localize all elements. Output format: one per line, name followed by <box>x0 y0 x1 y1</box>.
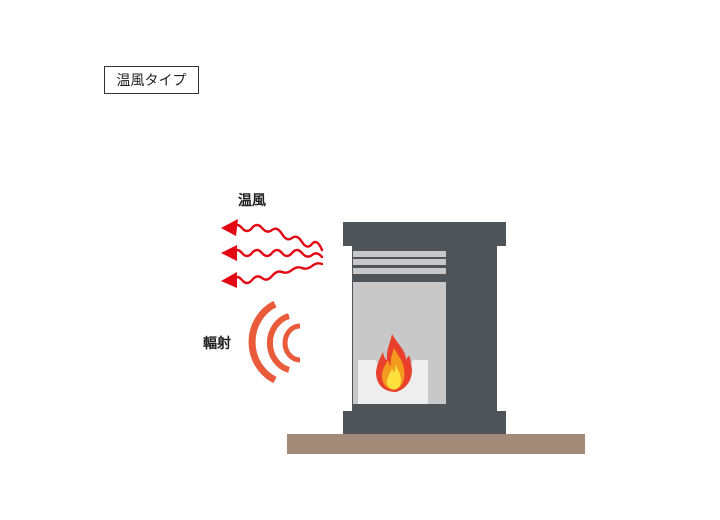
warm-air-arrows <box>230 223 324 285</box>
vent-slot <box>353 268 446 274</box>
arrow-head-icon <box>221 219 238 288</box>
fire-icon <box>376 334 412 392</box>
floor <box>287 434 585 454</box>
warm-air-label: 温風 <box>238 193 266 209</box>
stove-illustration <box>343 222 506 434</box>
radiation-label: 輻射 <box>203 336 231 352</box>
vent-slot <box>353 251 446 257</box>
diagram-title: 温風タイプ <box>104 66 199 94</box>
radiation-waves <box>248 300 301 384</box>
vent-slot <box>353 259 446 265</box>
